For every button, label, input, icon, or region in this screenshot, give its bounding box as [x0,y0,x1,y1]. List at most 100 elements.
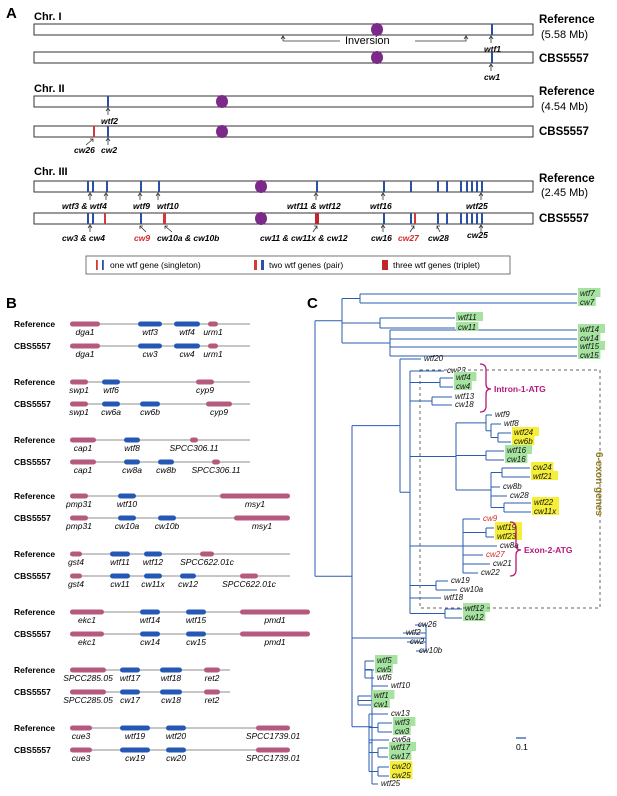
locus-gene-label: dga1 [76,349,95,359]
wtf-gene-feature [186,631,206,637]
flanking-gene-feature [70,573,82,579]
flanking-gene-feature [70,437,96,443]
locus-gene-label: cw6b [140,407,160,417]
locus-row-ref-label: Reference [14,665,55,675]
tree-tip-wtf4: wtf4 [456,373,471,382]
chr3-cbs-gene-cw25: cw25 [467,230,488,240]
chr2-ref-centromere [216,95,228,108]
tree-tip-cw17: cw17 [391,752,410,761]
flanking-gene-feature [70,321,100,327]
locus-gene-label: msy1 [252,521,273,531]
locus-gene-label: wtf11 [110,557,130,567]
tree-tip-cw6b: cw6b [514,437,533,446]
chr1-size: (5.58 Mb) [541,29,588,41]
wtf-gene-feature [160,689,182,695]
tree-tip-cw24: cw24 [533,463,552,472]
tree-tip-wtf5: wtf5 [377,656,392,665]
locus-gene-label: wtf12 [143,557,164,567]
wtf-gene-feature [120,725,150,731]
chr2-cbs-centromere [216,125,228,138]
chr2-cbs-bar [33,125,534,138]
tree-tip-cw8b: cw8b [503,482,522,491]
wtf-gene-feature [110,551,130,557]
tip-highlight [578,324,605,333]
inversion-bracket [280,35,469,42]
flanking-gene-feature [196,379,214,385]
locus-gene-label: cw10a [115,521,140,531]
tip-highlight [389,751,412,760]
locus-row-cbs-label: CBS5557 [14,745,51,755]
tree-tip-wtf22: wtf22 [534,498,554,507]
locus-gene-label: wtf10 [117,499,138,509]
chr3-cbs-arrows [87,224,484,233]
wtf1-arrow [488,35,494,43]
locus-row-cbs-label: CBS5557 [14,571,51,581]
wtf-gene-feature [120,747,150,753]
tip-highlight [393,726,411,735]
locus-gene-label: cap1 [74,443,93,453]
chr3-size: (2.45 Mb) [541,187,588,199]
chr3-ref-centromere [255,180,267,193]
tree-tip-wtf2: wtf2 [406,628,421,637]
chr2-ref-wtf2-mark [107,96,109,107]
flanking-gene-feature [206,401,232,407]
legend-pair-swatch-red [254,260,257,270]
wtf-gene-feature [140,631,160,637]
tree-tip-wtf10: wtf10 [391,681,411,690]
wtf2-arrow [105,107,111,115]
chr3-cbs-gene-cw9: cw9 [134,233,150,243]
locus-row-ref-label: Reference [14,377,55,387]
tip-highlight [512,427,539,436]
tip-highlight [495,531,522,540]
tip-highlight [578,288,601,297]
chr3-cbs-bar [33,212,534,225]
locus-gene-label: cw11x [141,579,165,589]
locus-gene-label: pmp31 [65,499,92,509]
locus-gene-label: gst4 [68,579,84,589]
chr2-ref-gene: wtf2 [101,116,118,126]
tree-tip-wtf20: wtf20 [424,354,444,363]
flanking-gene-feature [208,343,218,349]
wtf-gene-feature [120,667,140,673]
chr2-cbs-cw2-mark [107,126,109,137]
wtf-gene-feature [140,401,160,407]
wtf-gene-feature [166,725,186,731]
chr3-cbs-gene-cw27: cw27 [398,233,420,243]
locus-gene-label: ret2 [205,673,220,683]
tree-tip-wtf21: wtf21 [533,472,552,481]
locus-gene-label: msy1 [245,499,266,509]
tip-highlight [390,761,413,770]
scale-label: 0.1 [516,742,528,752]
chr3-cbs-gene-cw28: cw28 [428,233,449,243]
legend-singleton-swatch-red [96,260,98,270]
locus-gene-label: SPCC306.11 [192,465,241,475]
tree-tip-cw18: cw18 [455,400,474,409]
tip-highlight [375,655,398,664]
flanking-gene-feature [70,747,92,753]
cw2-arrow [105,137,111,145]
wtf-gene-feature [174,343,200,349]
tree-tip-cw4: cw4 [456,382,471,391]
tree-tip-wtf9: wtf9 [495,410,510,419]
tree-tip-cw25: cw25 [392,771,411,780]
flanking-gene-feature [70,667,106,673]
locus-gene-label: SPCC622.01c [222,579,277,589]
locus-gene-label: SPCC285.05 [63,695,113,705]
locus-gene-label: cw14 [140,637,160,647]
flanking-gene-feature [240,573,258,579]
locus-gene-label: wtf15 [186,615,207,625]
tree-tip-wtf1: wtf1 [374,691,389,700]
tree-tip-wtf12: wtf12 [465,604,485,613]
tree-tip-cw26: cw26 [418,620,437,629]
tip-highlight [532,506,559,515]
wtf-gene-feature [102,379,120,385]
intron-brace [479,363,492,413]
tree-tip-cw3: cw3 [395,727,410,736]
tree-tip-cw21: cw21 [493,559,512,568]
locus-gene-label: dga1 [76,327,95,337]
tip-highlight [389,742,416,751]
tip-highlight [531,471,558,480]
chr3-title: Chr. III [34,166,68,178]
flanking-gene-feature [256,747,290,753]
